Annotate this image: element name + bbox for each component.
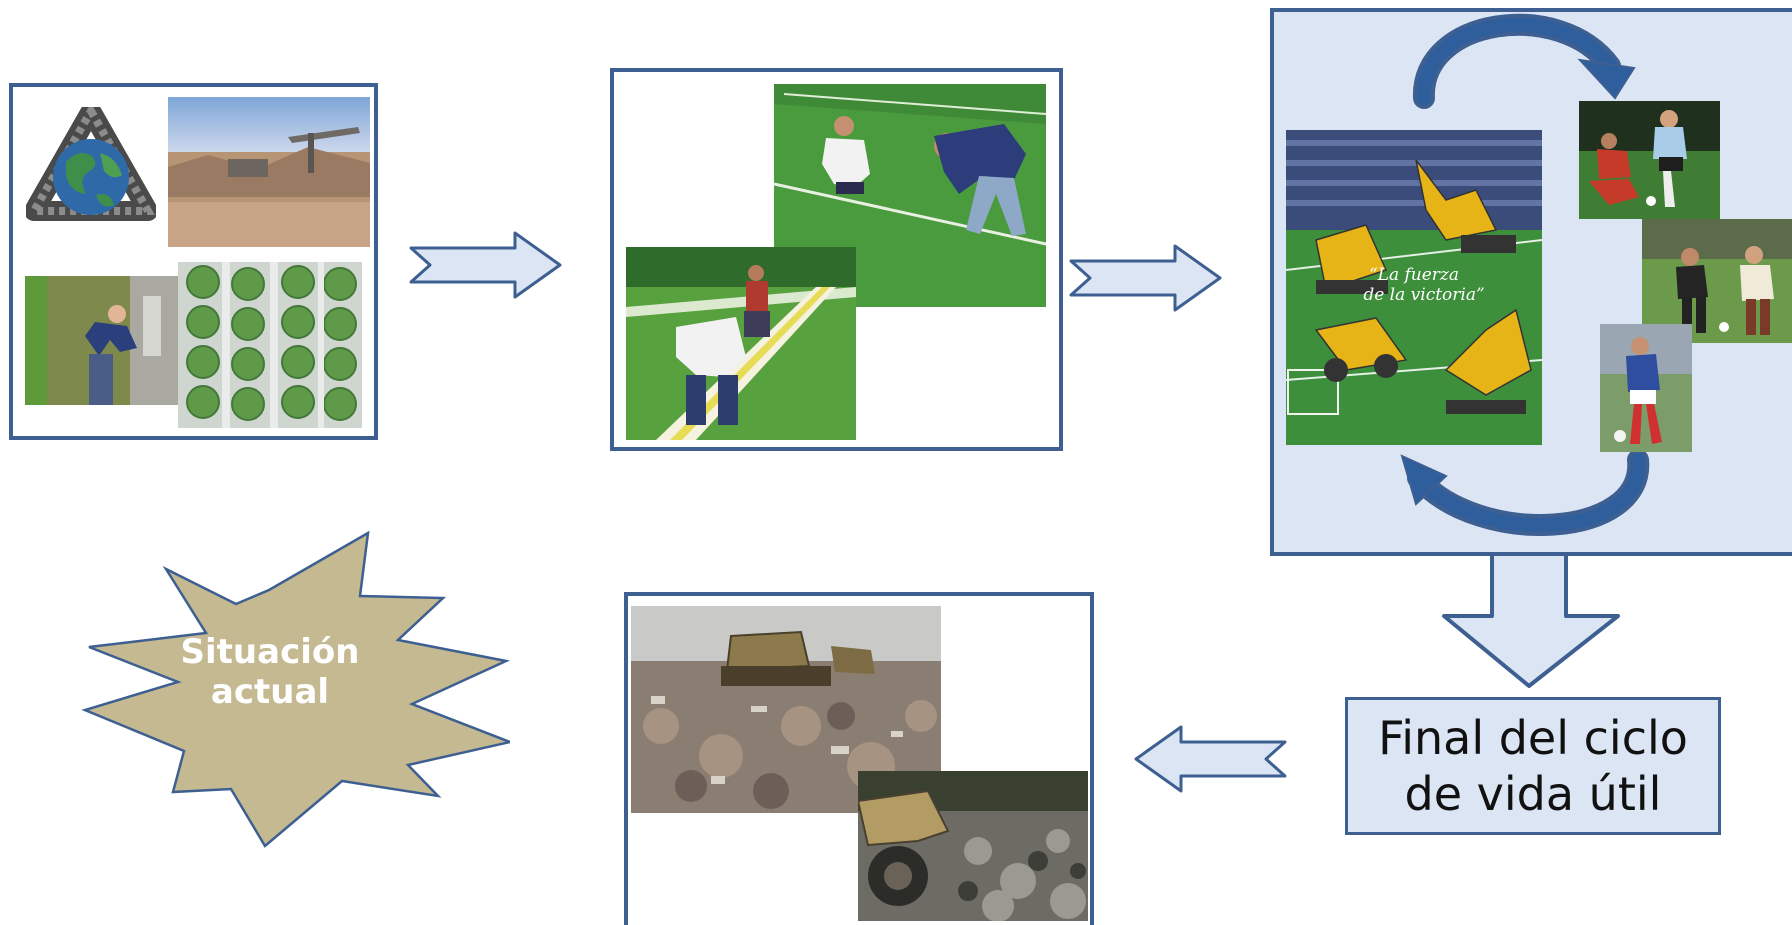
- recycle-globe-icon: [26, 107, 156, 229]
- stage-installation-box: [610, 68, 1063, 451]
- quarry-photo: [168, 97, 370, 247]
- soccer-player-photo-3: [1600, 324, 1692, 452]
- down-arrow-icon: [1442, 552, 1620, 688]
- end-of-life-label: Final del ciclo de vida útil: [1345, 697, 1721, 835]
- turf-machine-worker-photo: [25, 276, 178, 405]
- left-arrow-icon: [1134, 725, 1287, 793]
- end-of-life-line1: Final del ciclo: [1378, 711, 1688, 765]
- turf-rolls-photo: [178, 262, 362, 428]
- soccer-player-photo-1: [1579, 101, 1720, 219]
- situation-burst-shape: [81, 530, 510, 848]
- stage-production-box: [9, 83, 378, 440]
- poster-tagline-line2: de la victoria”: [1363, 285, 1484, 305]
- stadium-poster-photo: “La fuerza de la victoria”: [1286, 130, 1542, 445]
- stage-landfill-box: [624, 592, 1094, 925]
- situation-label-line2: actual: [210, 672, 330, 712]
- right-arrow-icon: [409, 231, 562, 299]
- landfill-loader-photo: [858, 771, 1088, 921]
- soccer-player-photo-2: [1642, 219, 1792, 343]
- poster-tagline-line1: “La fuerza: [1369, 265, 1459, 285]
- right-arrow-icon: [1069, 244, 1222, 312]
- situation-label-line1: Situación: [180, 632, 360, 672]
- cycle-arrows-icon: [1400, 13, 1650, 536]
- end-of-life-line2: de vida útil: [1404, 767, 1662, 821]
- line-marking-photo: [626, 247, 856, 440]
- situation-label: Situación actual: [170, 632, 370, 712]
